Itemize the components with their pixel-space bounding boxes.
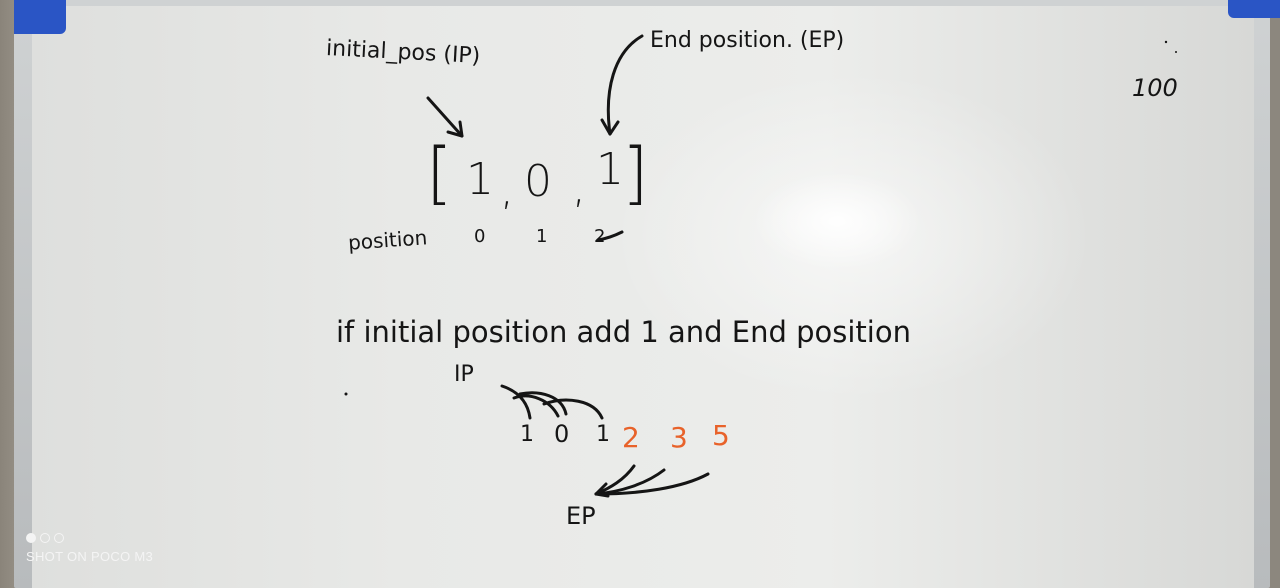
sequence-number-orange: 2 — [622, 421, 640, 454]
blue-tape-corner — [1228, 0, 1280, 18]
dot-filled-icon — [26, 533, 36, 543]
array-element: 1 — [466, 154, 494, 205]
end-position-label: End position. (EP) — [650, 28, 845, 53]
array-element: 0 — [524, 156, 552, 207]
watermark-dots — [26, 533, 153, 543]
array-close-bracket: ] — [622, 134, 649, 213]
index-label: 2 — [594, 226, 606, 247]
sequence-number: 0 — [554, 420, 570, 448]
index-label: 0 — [474, 226, 486, 247]
rule-text: if initial position add 1 and End positi… — [336, 315, 911, 349]
ip-arc — [500, 384, 532, 420]
index-label: 1 — [536, 226, 548, 247]
sequence-number-orange: 5 — [712, 419, 730, 452]
corner-number: 100 — [1132, 74, 1178, 102]
array-comma: , — [500, 164, 514, 215]
camera-watermark: SHOT ON POCO M3 — [26, 533, 153, 564]
sequence-number: 1 — [596, 422, 610, 447]
ep-short-label: EP — [566, 502, 596, 530]
dot-outline-icon — [40, 533, 50, 543]
array-open-bracket: [ — [426, 134, 453, 213]
watermark-text: SHOT ON POCO M3 — [26, 549, 154, 564]
arrow-ep — [606, 34, 644, 136]
sequence-number: 1 — [520, 422, 534, 447]
sequence-number-orange: 3 — [670, 421, 688, 454]
ip-short-label: IP — [454, 362, 474, 387]
array-comma: , — [572, 162, 586, 213]
dot-outline-icon — [54, 533, 64, 543]
arrow-ip — [426, 96, 464, 138]
blue-tape-corner — [14, 0, 66, 34]
array-element: 1 — [596, 144, 624, 195]
